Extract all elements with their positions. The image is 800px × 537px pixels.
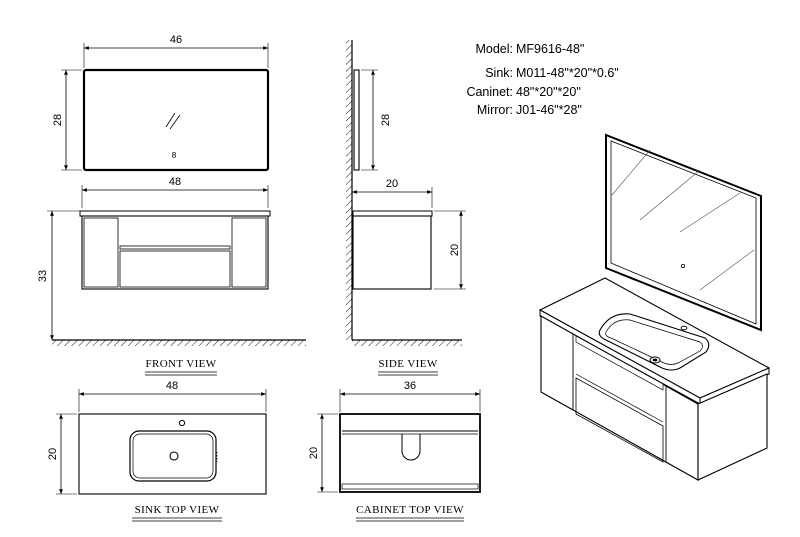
cabinet-top-view [317,389,481,493]
faucet-hole [178,419,186,427]
front-view-title: FRONT VIEW [145,358,216,370]
sink-depth-label: 20 [47,448,59,460]
sink-top-view-labels: 48 20 SINK TOP VIEW [47,380,222,522]
cabinet-label: Caninet: [466,85,513,99]
cabinet-top-view-title: CABINET TOP VIEW [356,504,464,516]
mirror-width-label: 46 [170,34,182,46]
front-view-labels: 46 28 8 48 33 FRONT VIEW [37,34,217,376]
sink-value: M011-48"*20"*0.6" [516,66,619,80]
mirror-height-label: 28 [52,114,64,126]
iso-mirror-touch-button-icon [681,263,686,268]
sink-label: Sink: [485,66,513,80]
front-drawer [119,250,231,288]
front-left-door [83,217,119,288]
side-view-labels: 28 20 20 SIDE VIEW [378,114,461,376]
mirror-reflection-mark [165,112,176,128]
cabinet-top-view-labels: 36 20 CABINET TOP VIEW [308,380,464,522]
cabinet-depth-label: 20 [308,447,320,459]
front-view [47,43,306,346]
front-floor-hatch [52,340,306,346]
total-height-label: 33 [37,270,49,282]
iso-sink-basin [598,313,710,371]
cabinet-top-outline [339,413,481,493]
front-mirror [82,68,270,172]
sink-top-view [56,389,267,495]
sink-width-label: 48 [166,380,178,392]
cabinet-drain-cutout [401,434,421,461]
side-depth-label: 20 [386,178,398,190]
iso-faucet-hole [680,325,688,331]
model-label: Model: [475,42,513,56]
model-value: MF9616-48" [516,42,584,56]
vanity-width-label: 48 [169,176,181,188]
isometric-view [538,133,771,481]
cabinet-value: 48"*20"*20" [516,85,581,99]
side-mirror [353,69,360,171]
side-countertop [352,210,433,217]
side-cabinet-height-label: 20 [449,244,461,256]
sink-top-view-title: SINK TOP VIEW [135,504,220,516]
side-wall-hatch [346,40,352,340]
sink-countertop-outline [78,413,267,495]
mirror-label: Mirror: [477,103,513,117]
mirror-value: J01-46"*28" [516,103,582,117]
mirror-touch-button-icon: 8 [172,151,177,160]
spec-list: Model: MF9616-48" Sink: M011-48"*20"*0.6… [466,42,618,117]
side-cabinet [352,215,432,290]
cabinet-width-label: 36 [404,380,416,392]
iso-mirror [605,133,762,332]
front-cabinet [81,215,269,290]
side-mirror-height-label: 28 [380,114,392,126]
iso-vanity [538,277,771,481]
front-drawer-rail [119,245,231,250]
side-view [346,40,466,346]
side-view-title: SIDE VIEW [378,358,438,370]
sink-drain [169,451,179,461]
front-right-door [231,217,267,288]
side-floor-hatch [352,340,462,346]
front-countertop [79,210,271,217]
sink-basin [129,430,217,482]
